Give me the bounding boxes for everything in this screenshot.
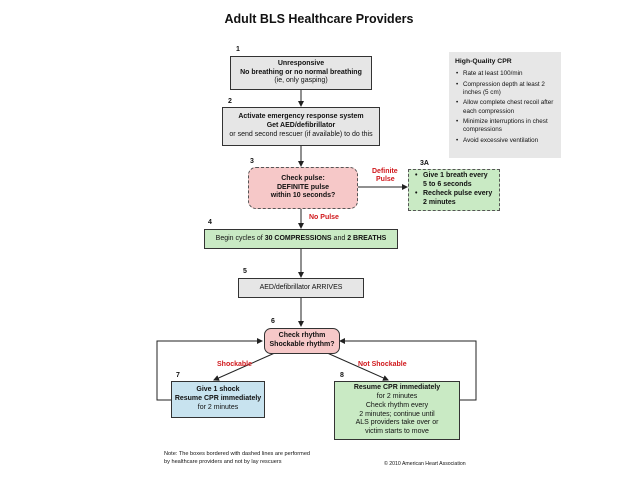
step-7-number: 7 [176, 372, 180, 379]
step-7-line2: Resume CPR immediately [174, 395, 262, 403]
cpr-item: Compression depth at least 2 inches (5 c… [456, 81, 555, 97]
footnote-line1: Note: The boxes bordered with dashed lin… [164, 451, 311, 457]
cpr-list: Rate at least 100/min Compression depth … [455, 70, 555, 146]
cpr-header: High-Quality CPR [455, 58, 512, 65]
step-8-line2: for 2 minutes [376, 392, 418, 400]
label-not-shockable: Not Shockable [358, 361, 407, 368]
label-shockable: Shockable [217, 361, 253, 368]
step-3-line1: Check pulse: [281, 174, 325, 182]
step-2-number: 2 [228, 98, 232, 105]
step-5-box: AED/defibrillator ARRIVES [238, 278, 364, 298]
step-3-line2: DEFINITE pulse [276, 183, 330, 191]
step-3-box: Check pulse: DEFINITE pulse within 10 se… [248, 167, 358, 209]
step-4-compressions: 30 COMPRESSIONS [264, 234, 332, 242]
step-8-box: Resume CPR immediately for 2 minutes Che… [334, 381, 460, 440]
step-6-line2: Shockable rhythm? [269, 341, 335, 348]
step-1-line2: No breathing or no normal breathing [240, 68, 362, 76]
step-5-text: AED/defibrillator ARRIVES [259, 283, 343, 291]
step-1-line3: (ie, only gasping) [274, 77, 328, 85]
step-6-line1: Check rhythm [278, 332, 326, 340]
step-4-text-pre: Begin cycles of [215, 234, 265, 242]
label-definite: Definite [372, 168, 398, 175]
loop-7-to-6 [156, 338, 263, 401]
step-4-number: 4 [208, 219, 212, 226]
step-3-line3: within 10 seconds? [270, 192, 336, 200]
step-1-box: Unresponsive No breathing or no normal b… [230, 56, 372, 90]
step-3-number: 3 [250, 158, 254, 165]
step-8-number: 8 [340, 372, 344, 379]
label-no-pulse: No Pulse [309, 214, 339, 221]
cpr-item: Avoid excessive ventilation [456, 137, 555, 145]
step-8-line6: victim starts to move [365, 428, 429, 436]
footnote-line2: by healthcare providers and not by lay r… [164, 458, 282, 465]
page-title: Adult BLS Healthcare Providers [224, 12, 414, 26]
arrow-6-to-7 [213, 351, 278, 381]
step-1-number: 1 [236, 46, 240, 53]
label-pulse: Pulse [376, 176, 395, 183]
step-7-line3: for 2 minutes [197, 403, 239, 411]
copyright: © 2010 American Heart Association [384, 461, 466, 467]
step-3a-number: 3A [420, 160, 429, 167]
step-8-line4: 2 minutes; continue until [359, 410, 435, 418]
step-2-line1: Activate emergency response system [238, 113, 364, 121]
step-7-line1: Give 1 shock [196, 386, 240, 394]
step-4-box: Begin cycles of 30 COMPRESSIONS and 2 BR… [204, 229, 398, 249]
step-2-line3: or send second rescuer (if available) to… [229, 130, 373, 138]
step-8-line3: Check rhythm every [365, 401, 429, 409]
step-8-line5: ALS providers take over or [355, 419, 439, 427]
step-7-box: Give 1 shock Resume CPR immediately for … [171, 381, 265, 418]
step-4-breaths: 2 BREATHS [347, 234, 387, 242]
step-5-number: 5 [243, 268, 247, 275]
step-6-number: 6 [271, 318, 275, 325]
loop-8-to-6 [339, 338, 477, 401]
step-2-line2: Get AED/defibrillator [266, 122, 336, 130]
arrow-6-to-8 [324, 351, 389, 381]
cpr-item: Allow complete chest recoil after each c… [456, 99, 555, 115]
high-quality-cpr-panel: High-Quality CPR Rate at least 100/min C… [449, 52, 561, 158]
cpr-item: Minimize interruptions in chest compress… [456, 118, 555, 134]
step-1-line1: Unresponsive [277, 59, 325, 67]
footnote: Note: The boxes bordered with dashed lin… [164, 451, 310, 466]
step-6-box: Check rhythm Shockable rhythm? [264, 328, 340, 354]
cpr-item: Rate at least 100/min [456, 70, 555, 78]
step-4-text-mid: and [331, 234, 348, 242]
step-2-box: Activate emergency response system Get A… [222, 107, 380, 146]
step-8-line1: Resume CPR immediately [353, 383, 441, 391]
